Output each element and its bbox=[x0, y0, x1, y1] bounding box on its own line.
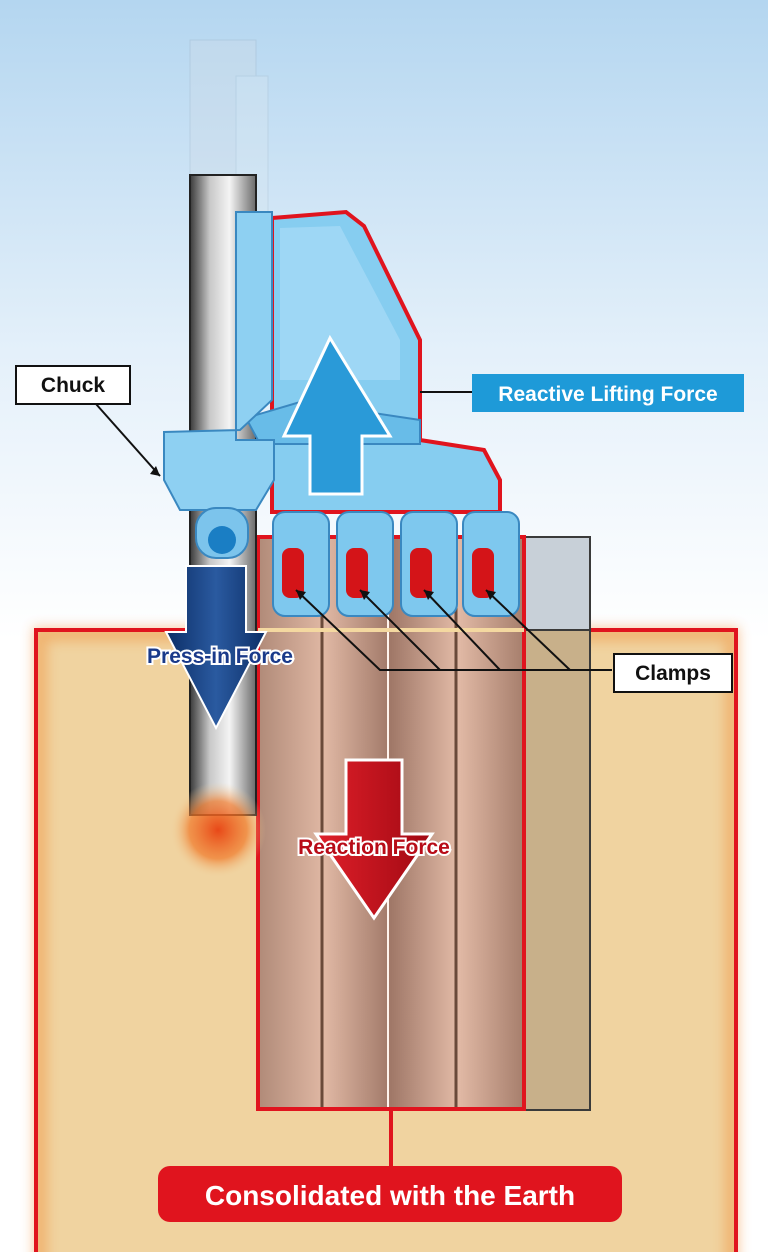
resistance-glow bbox=[170, 782, 266, 878]
clamps-label-box: Clamps bbox=[613, 653, 733, 693]
consolidated-label: Consolidated with the Earth bbox=[205, 1180, 575, 1211]
clamp-1 bbox=[272, 511, 330, 617]
press-in-arrow bbox=[164, 565, 268, 731]
clamp-4 bbox=[462, 511, 520, 617]
clamp-2 bbox=[336, 511, 394, 617]
chuck-label-box: Chuck bbox=[15, 365, 131, 405]
reactive-lifting-label-box: Reactive Lifting Force bbox=[472, 374, 744, 412]
installed-sheet-piles bbox=[256, 535, 526, 1111]
reactive-lifting-arrow bbox=[281, 334, 393, 496]
chuck-label: Chuck bbox=[41, 374, 106, 397]
consolidated-label-box: Consolidated with the Earth bbox=[158, 1166, 622, 1222]
reaction-force-label: Reaction Force bbox=[298, 836, 450, 859]
reaction-force-arrow bbox=[313, 758, 435, 921]
clamps-group bbox=[272, 511, 520, 617]
clamps-label: Clamps bbox=[635, 662, 711, 685]
press-in-force-label: Press-in Force bbox=[147, 645, 293, 668]
chuck bbox=[163, 211, 275, 559]
leader-lines bbox=[95, 391, 612, 671]
leader-arrowheads bbox=[150, 466, 496, 600]
reactive-lifting-label: Reactive Lifting Force bbox=[498, 383, 717, 406]
clamp-3 bbox=[400, 511, 458, 617]
